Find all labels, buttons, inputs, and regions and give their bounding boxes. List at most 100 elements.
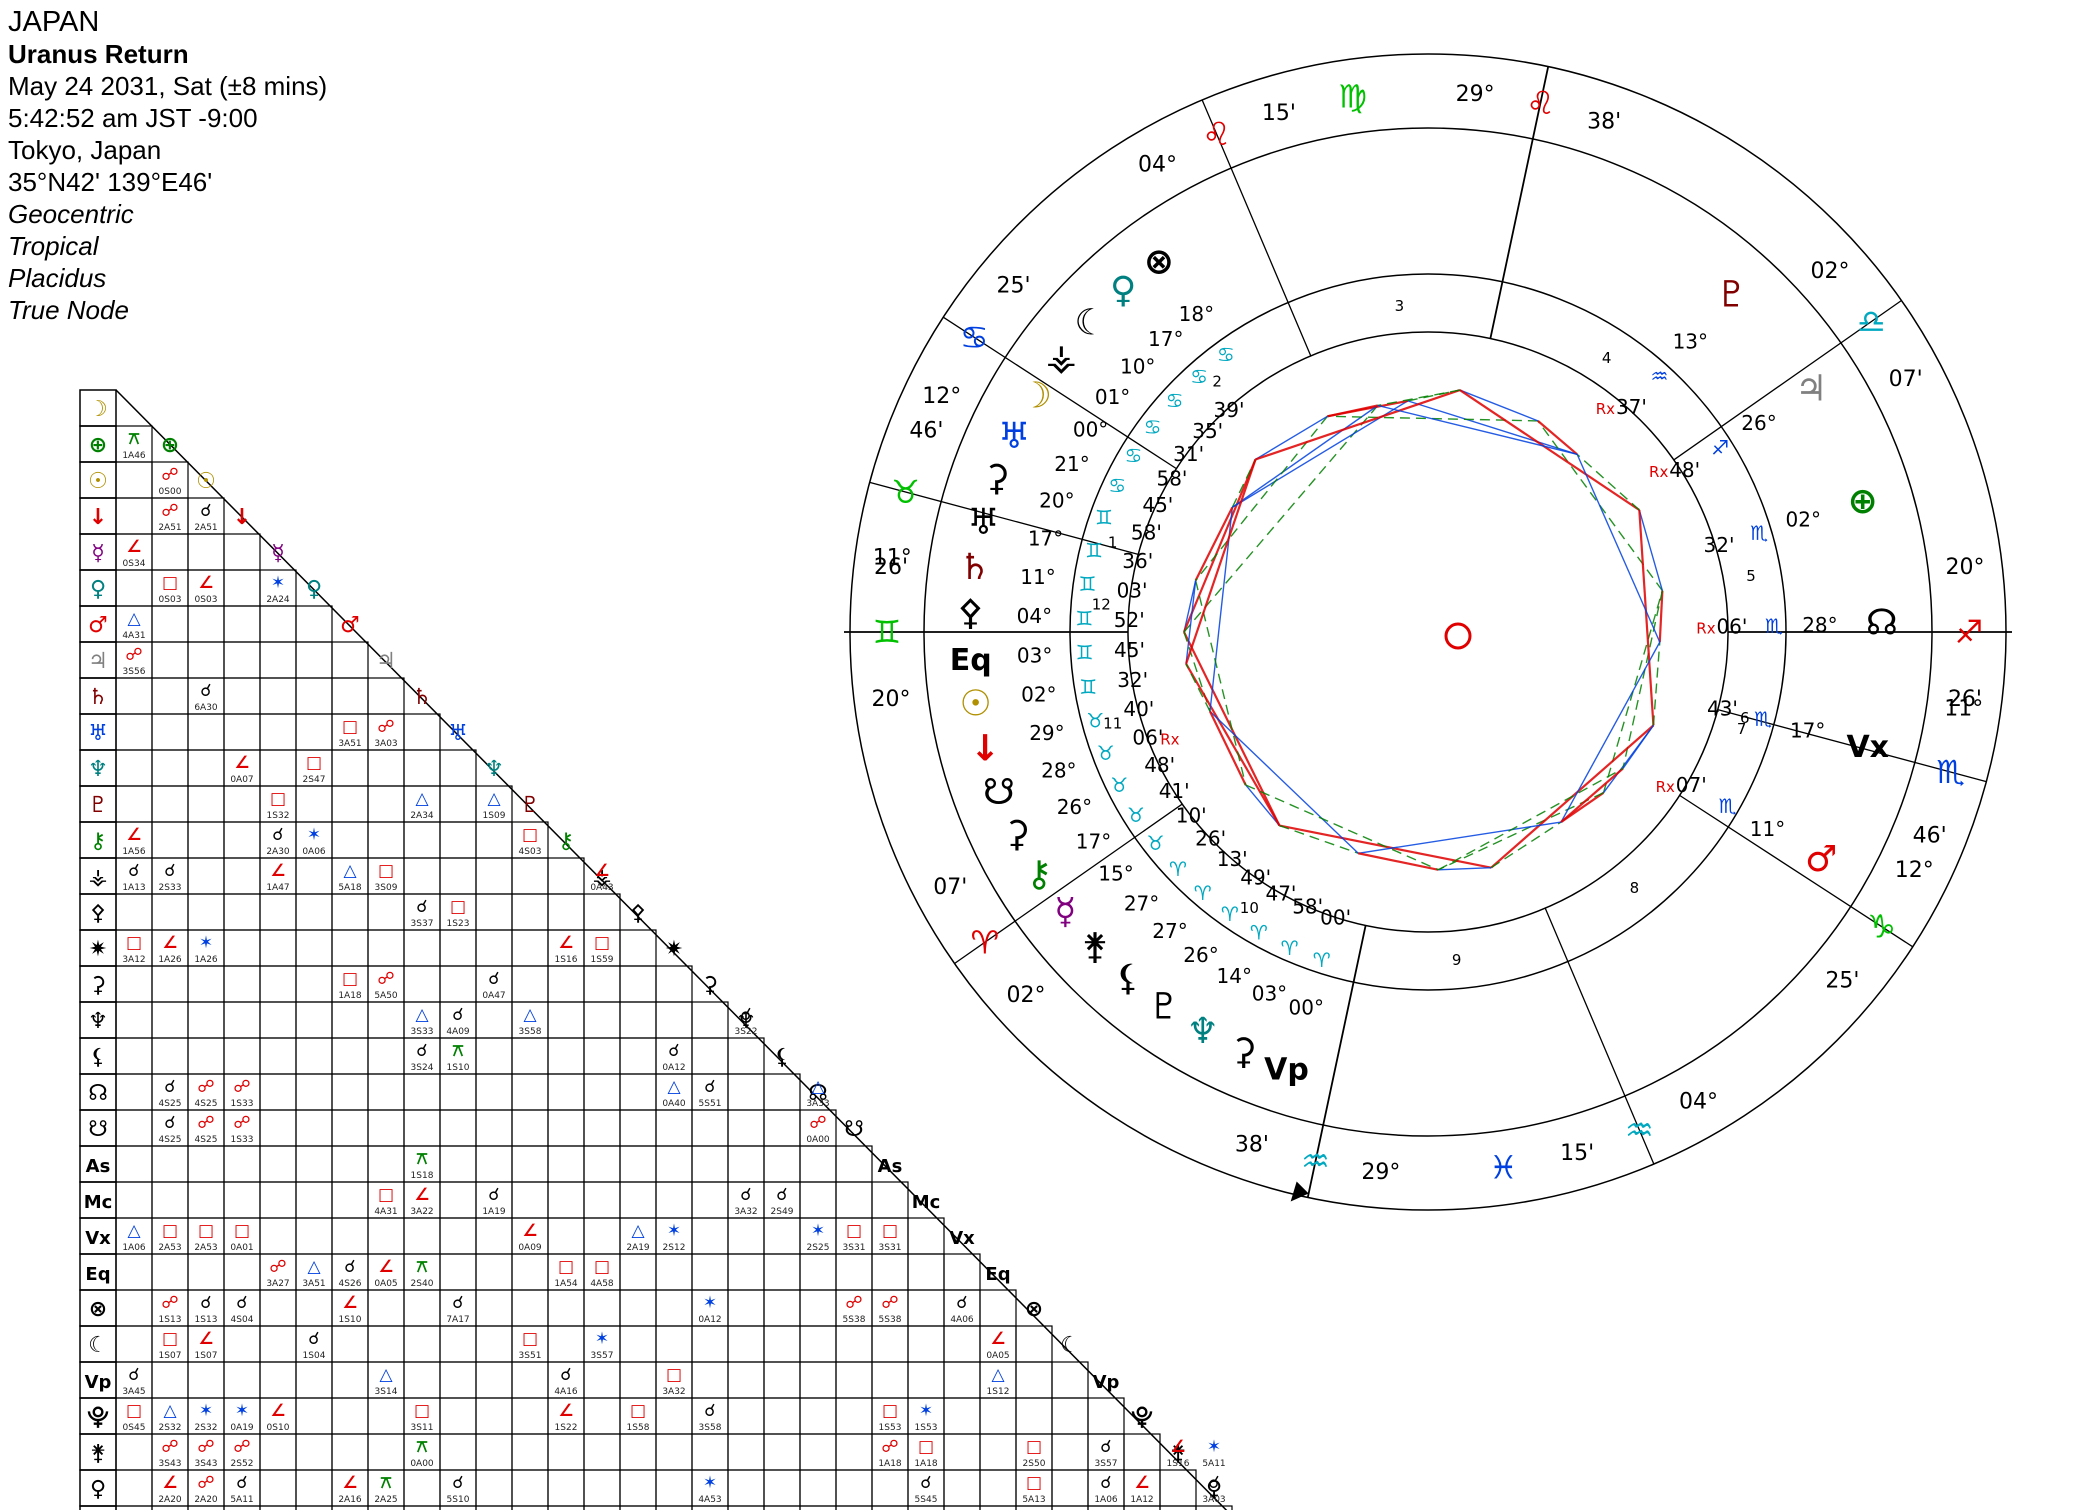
house-cusp-line — [954, 803, 1183, 965]
aspect-symbol: □ — [342, 717, 358, 737]
chart-place: Tokyo, Japan — [8, 135, 162, 165]
aspect-orb: 5A18 — [338, 883, 362, 893]
planet-degree: 00° — [1289, 996, 1324, 1020]
aspect-orb: 0A12 — [698, 1315, 721, 1325]
planet-degree: 17° — [1028, 526, 1063, 550]
aspect-orb: 4S25 — [159, 1135, 182, 1145]
aspect-orb: 4S25 — [195, 1135, 218, 1145]
grid-diagonal-glyph: Mc — [912, 1192, 941, 1213]
aspect-orb: 3A51 — [302, 1279, 325, 1289]
planet-sign: ♐ — [1711, 436, 1729, 460]
aspect-orb: 1A56 — [122, 847, 146, 857]
grid-diagonal-glyph: ♀ — [1206, 1477, 1222, 1502]
planet-sign: ♈ — [1169, 857, 1187, 881]
planet-minutes: 35' — [1192, 419, 1223, 443]
planet-degree: 10° — [1120, 355, 1155, 379]
aspect-symbol: △ — [415, 1005, 429, 1025]
grid-cell — [223, 1505, 261, 1510]
planet-minutes: 58' — [1131, 521, 1162, 545]
planet-minutes: 39' — [1214, 398, 1245, 422]
aspect-orb: 2S52 — [231, 1459, 254, 1469]
aspect-symbol: ∠ — [126, 537, 141, 557]
aspect-symbol: ∠ — [126, 825, 141, 845]
aspect-orb: 1S10 — [339, 1315, 362, 1325]
cusp-sign-glyph: ♈ — [970, 923, 999, 961]
planet-glyph: ☉ — [959, 684, 991, 725]
aspect-orb: 3S31 — [879, 1243, 902, 1253]
aspect-line — [1185, 459, 1257, 665]
grid-cell — [511, 1505, 549, 1510]
aspect-line — [1255, 389, 1461, 461]
cusp-minutes: 46' — [1913, 824, 1947, 849]
aspect-line — [1231, 404, 1379, 508]
planet-degree: 26° — [1183, 943, 1218, 967]
aspect-orb: 2A19 — [626, 1243, 650, 1253]
planet-degree: 13° — [1673, 330, 1708, 354]
aspect-orb: 0S03 — [195, 595, 218, 605]
aspect-orb: 1A26 — [194, 955, 218, 965]
planet-minutes: 45' — [1114, 638, 1145, 662]
cusp-sign-glyph: ♊ — [873, 613, 902, 651]
aspect-orb: 2S32 — [195, 1423, 218, 1433]
aspect-symbol: ☍ — [377, 969, 394, 989]
grid-diagonal-glyph: ⚶ — [593, 865, 612, 890]
aspect-symbol: ∠ — [234, 753, 249, 773]
planet-minutes: 06' — [1716, 615, 1747, 639]
aspect-symbol: ✶ — [667, 1221, 681, 1241]
grid-cell — [331, 1505, 369, 1510]
grid-diagonal-glyph: ♄ — [412, 685, 432, 710]
planet-degree: 03° — [1017, 643, 1052, 667]
house-number: 11 — [1103, 714, 1122, 732]
aspect-line — [1245, 784, 1439, 871]
planet-degree: 29° — [1029, 721, 1064, 745]
aspect-orb: 4A16 — [554, 1387, 578, 1397]
aspect-orb: 1S10 — [447, 1063, 470, 1073]
planet-degree: 11° — [1020, 565, 1055, 589]
planet-sign: ♏ — [1765, 614, 1783, 638]
aspect-orb: 3S14 — [375, 1387, 398, 1397]
setting-node-type: True Node — [8, 295, 129, 325]
aspect-symbol: ∠ — [414, 1185, 429, 1205]
planet-sign: ♊ — [1076, 641, 1094, 665]
aspect-symbol: □ — [126, 1401, 142, 1421]
cusp-sign-glyph: ♐ — [1955, 613, 1984, 651]
planet-degree: 02° — [1786, 508, 1821, 532]
grid-row-glyph: ↓ — [89, 505, 107, 530]
grid-row-glyph: ⊕ — [89, 433, 107, 458]
aspect-orb: 1A46 — [122, 451, 146, 461]
aspect-orb: 2A53 — [158, 1243, 181, 1253]
grid-cell — [691, 1505, 729, 1510]
planet-minutes: 36' — [1122, 549, 1153, 573]
aspect-orb: 0S10 — [267, 1423, 290, 1433]
aspect-line — [1622, 724, 1654, 769]
house-cusp-line — [1717, 709, 1987, 783]
planet-glyph: ♇ — [1716, 275, 1748, 316]
aspect-symbol: ☌ — [164, 1077, 175, 1097]
cusp-degree: 04° — [1138, 152, 1177, 177]
aspect-line — [1194, 580, 1247, 786]
planet-degree: 21° — [1054, 452, 1089, 476]
aspect-line — [1459, 389, 1640, 511]
planet-glyph: ⚳ — [1231, 1031, 1257, 1072]
planet-sign: ♋ — [1108, 474, 1126, 498]
aspect-line — [1182, 459, 1257, 633]
aspect-orb: 2A51 — [158, 523, 181, 533]
aspect-orb: 5A11 — [230, 1495, 253, 1505]
aspect-symbol: △ — [343, 861, 357, 881]
grid-diagonal-glyph: Vp — [1093, 1372, 1120, 1393]
aspect-line — [1185, 580, 1197, 664]
grid-diagonal-glyph: ☉ — [196, 469, 216, 494]
aspect-orb: 1A26 — [158, 955, 182, 965]
grid-row-glyph: ♃ — [88, 649, 108, 674]
aspect-orb: 0S03 — [159, 595, 182, 605]
planet-minutes: 32' — [1704, 533, 1735, 557]
grid-cell — [655, 1505, 693, 1510]
cusp-minutes: 25' — [997, 273, 1031, 298]
aspect-symbol: ✶ — [271, 573, 285, 593]
aspect-orb: 4S25 — [159, 1099, 182, 1109]
house-cusp-line — [1679, 794, 1914, 948]
aspect-orb: 1A47 — [266, 883, 289, 893]
planet-sign: ♊ — [1079, 675, 1097, 699]
house-number: 3 — [1395, 297, 1405, 315]
cusp-sign-glyph: ♑ — [1867, 908, 1896, 946]
